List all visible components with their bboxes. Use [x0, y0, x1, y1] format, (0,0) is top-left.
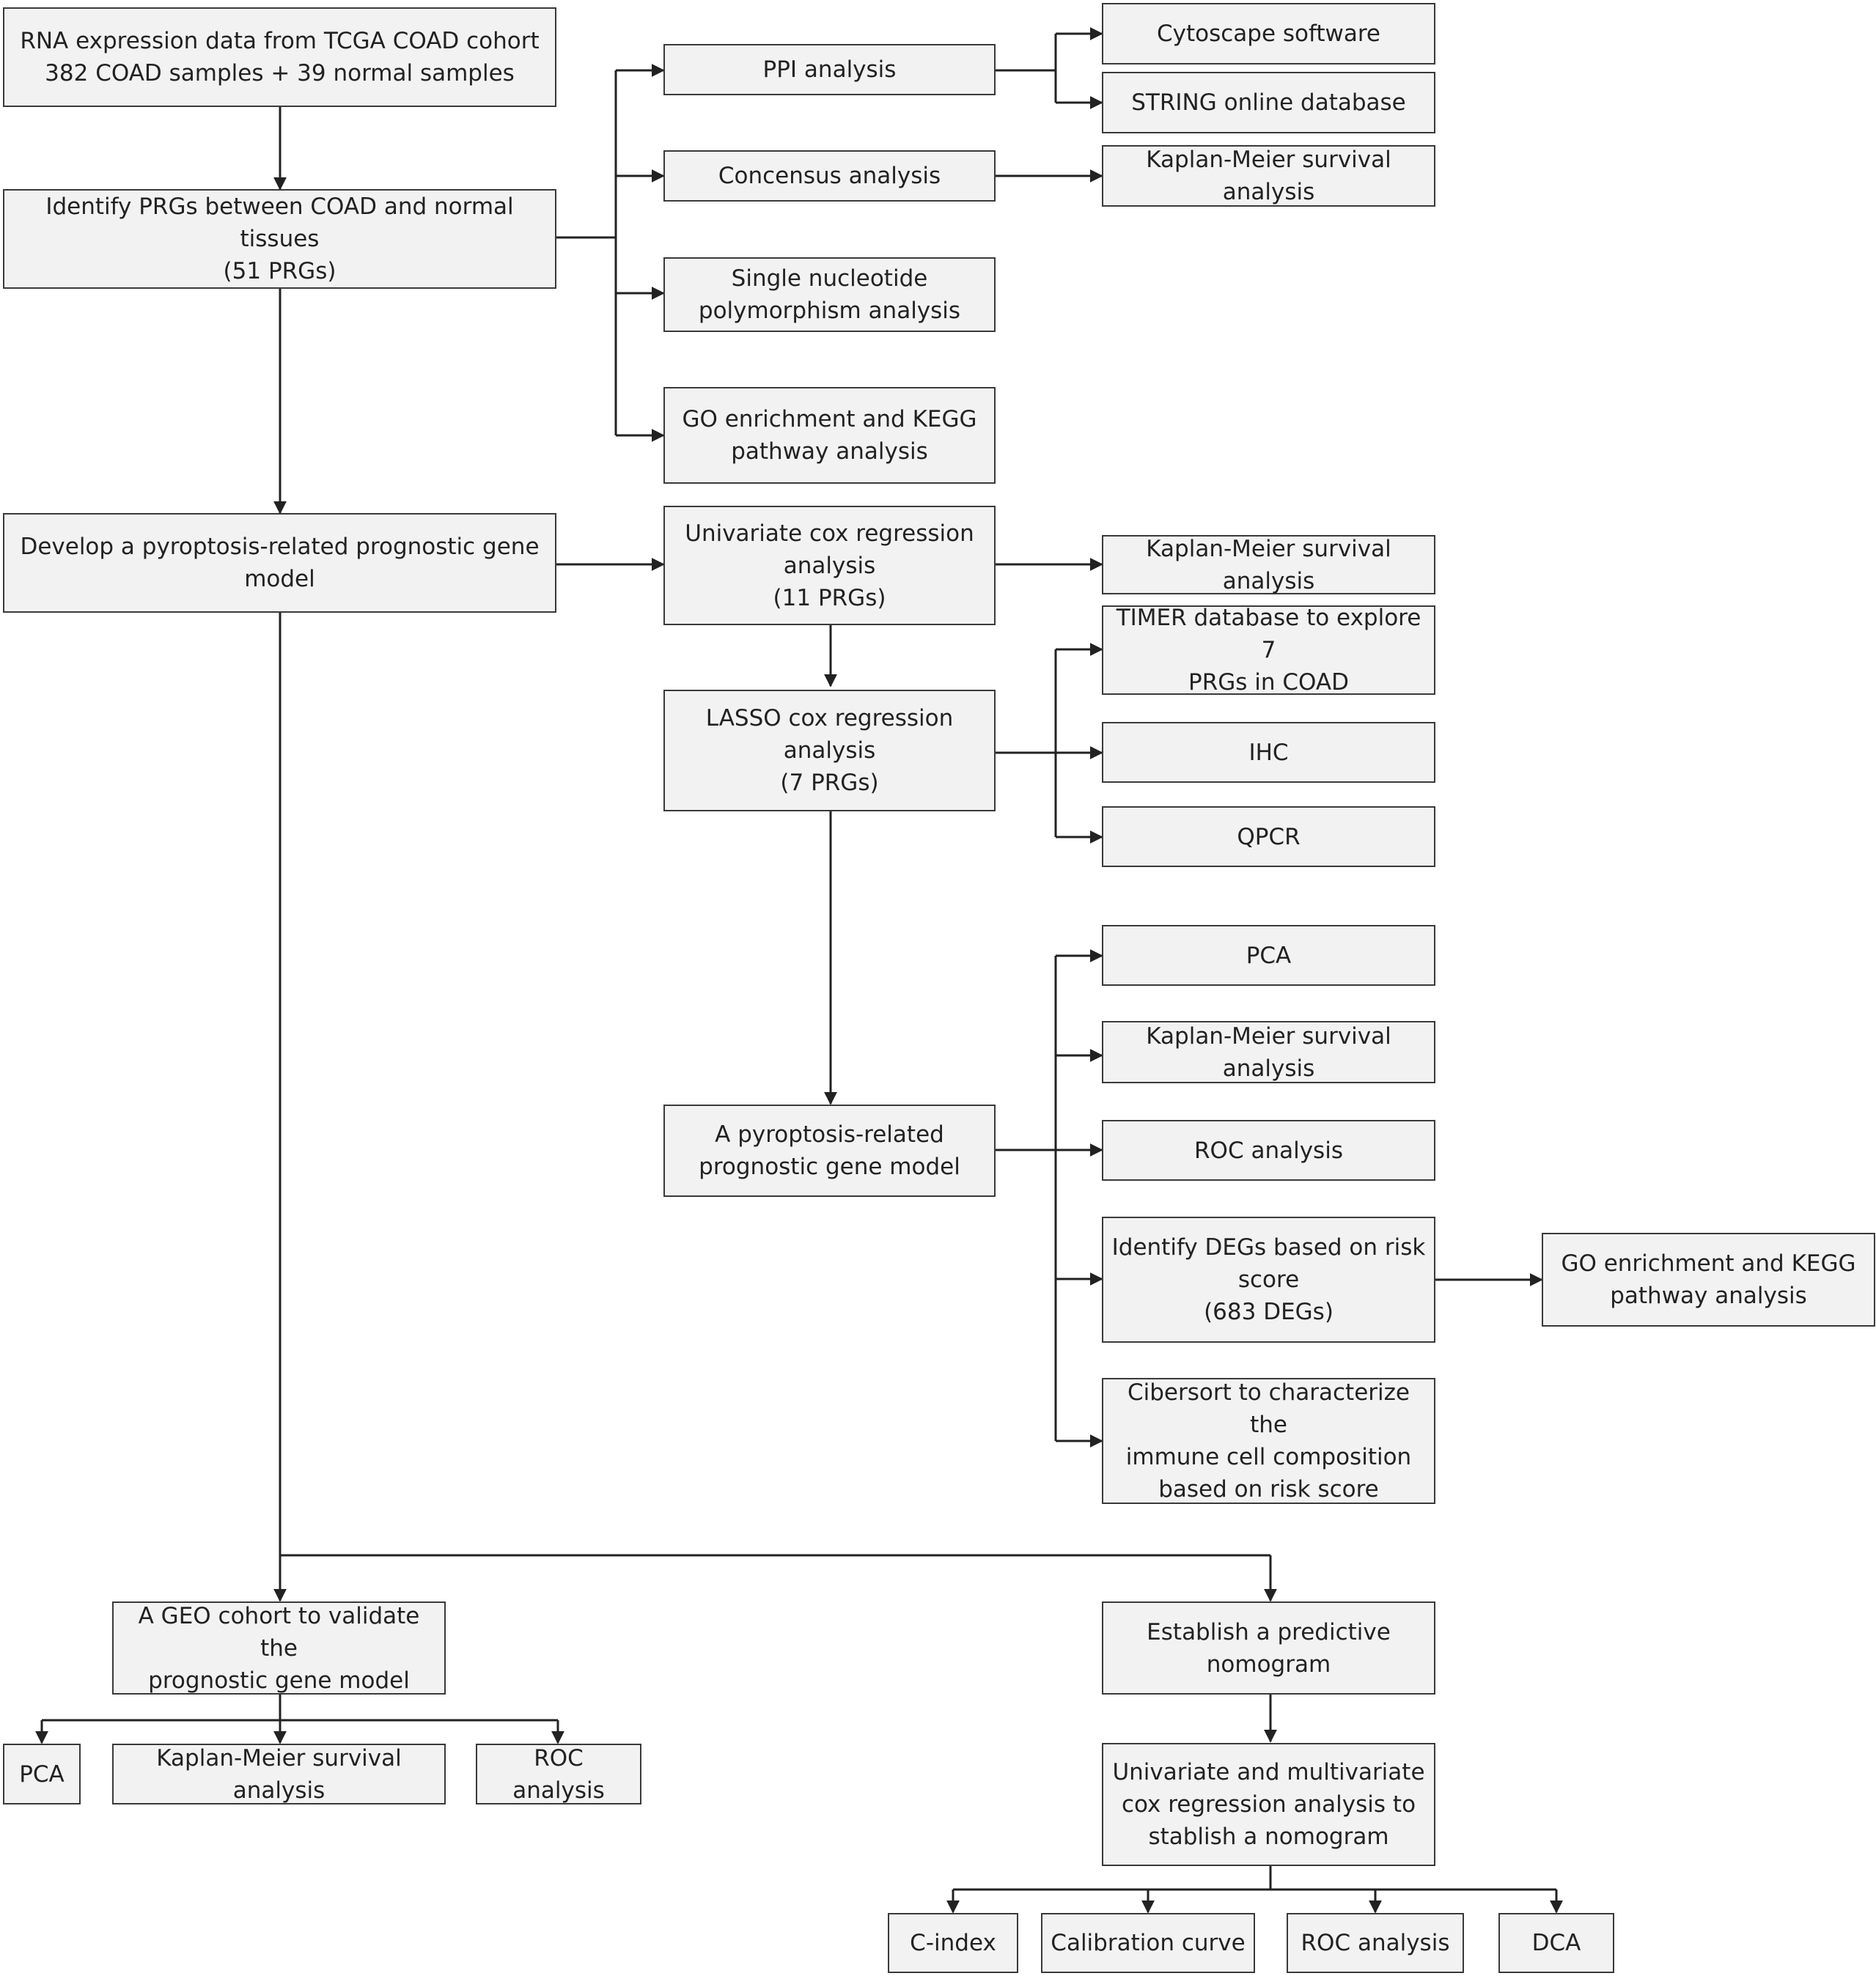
box-label: LASSO cox regression analysis (7 PRGs) [705, 705, 954, 796]
edge-model-branch [996, 956, 1057, 1441]
box-cibersort: Cibersort to characterize the immune cel… [1102, 1378, 1435, 1504]
box-label: STRING online database [1131, 89, 1406, 116]
box-univariate-multivariate-cox: Univariate and multivariate cox regressi… [1102, 1743, 1435, 1866]
box-prognostic-model: A pyroptosis-related prognostic gene mod… [663, 1105, 996, 1197]
box-go-kegg-2: GO enrichment and KEGG pathway analysis [1542, 1233, 1875, 1327]
box-label: Cibersort to characterize the immune cel… [1125, 1379, 1412, 1503]
box-label: Kaplan-Meier survival analysis [156, 1744, 402, 1804]
box-label: A pyroptosis-related prognostic gene mod… [699, 1121, 960, 1180]
box-label: TIMER database to explore 7 PRGs in COAD [1116, 605, 1421, 696]
box-label: ROC analysis [1194, 1137, 1343, 1164]
box-label: Kaplan-Meier survival analysis [1146, 1022, 1391, 1082]
box-lasso-cox: LASSO cox regression analysis (7 PRGs) [663, 690, 996, 811]
box-c-index: C-index [888, 1913, 1018, 1973]
box-calibration-curve: Calibration curve [1041, 1913, 1255, 1973]
box-label: Develop a pyroptosis-related prognostic … [20, 534, 540, 592]
box-snp-analysis: Single nucleotide polymorphism analysis [663, 257, 996, 332]
box-univariate-cox: Univariate cox regression analysis (11 P… [663, 506, 996, 625]
box-develop-model: Develop a pyroptosis-related prognostic … [3, 513, 556, 613]
box-label: C-index [910, 1930, 996, 1956]
box-label: GO enrichment and KEGG pathway analysis [682, 406, 977, 465]
box-label: Kaplan-Meier survival analysis [1146, 147, 1391, 205]
box-label: A GEO cohort to validate the prognostic … [138, 1602, 420, 1694]
box-timer-database: TIMER database to explore 7 PRGs in COAD [1102, 605, 1435, 696]
box-label: ROC analysis [512, 1744, 605, 1804]
box-label: IHC [1248, 739, 1289, 766]
box-string-database: STRING online database [1102, 72, 1435, 133]
box-identify-prgs: Identify PRGs between COAD and normal ti… [3, 189, 556, 289]
box-label: Univariate cox regression analysis (11 P… [685, 520, 974, 611]
box-km-survival-2: Kaplan-Meier survival analysis [1102, 535, 1435, 594]
edge-ppi-branch [996, 34, 1057, 103]
box-label: Single nucleotide polymorphism analysis [698, 265, 961, 324]
box-ppi-analysis: PPI analysis [663, 44, 996, 95]
box-dca: DCA [1498, 1913, 1614, 1973]
box-identify-degs: Identify DEGs based on risk score (683 D… [1102, 1217, 1435, 1343]
box-rna-expression-data: RNA expression data from TCGA COAD cohor… [3, 7, 556, 107]
box-geo-roc: ROC analysis [476, 1744, 641, 1804]
box-geo-cohort: A GEO cohort to validate the prognostic … [112, 1601, 446, 1695]
edge-geo-branch [42, 1695, 558, 1722]
box-cytoscape: Cytoscape software [1102, 3, 1435, 64]
box-predictive-nomogram: Establish a predictive nomogram [1102, 1601, 1435, 1695]
box-label: RNA expression data from TCGA COAD cohor… [20, 28, 540, 86]
box-label: DCA [1531, 1930, 1581, 1956]
box-geo-pca: PCA [3, 1744, 81, 1804]
edge-cox-branch [953, 1866, 1556, 1891]
box-go-kegg-1: GO enrichment and KEGG pathway analysis [663, 387, 996, 484]
box-roc-1: ROC analysis [1102, 1120, 1435, 1181]
box-km-survival-1: Kaplan-Meier survival analysis [1102, 145, 1435, 207]
box-label: PPI analysis [762, 56, 897, 83]
box-qpcr: QPCR [1102, 806, 1435, 867]
box-label: Kaplan-Meier survival analysis [1146, 535, 1391, 594]
edge-prgs-branch [556, 70, 617, 435]
box-label: Identify PRGs between COAD and normal ti… [45, 193, 514, 284]
box-label: Cytoscape software [1156, 21, 1381, 47]
box-label: Identify DEGs based on risk score (683 D… [1111, 1234, 1426, 1325]
box-label: Univariate and multivariate cox regressi… [1112, 1759, 1425, 1850]
box-label: ROC analysis [1301, 1930, 1450, 1956]
box-pca-1: PCA [1102, 925, 1435, 986]
box-consensus-analysis: Concensus analysis [663, 150, 996, 202]
box-km-survival-3: Kaplan-Meier survival analysis [1102, 1021, 1435, 1083]
box-roc-final: ROC analysis [1287, 1913, 1464, 1973]
box-label: PCA [19, 1761, 65, 1788]
box-label: QPCR [1237, 823, 1301, 850]
box-geo-km-survival: Kaplan-Meier survival analysis [112, 1744, 446, 1804]
box-ihc: IHC [1102, 722, 1435, 783]
box-label: Concensus analysis [718, 163, 941, 189]
box-label: GO enrichment and KEGG pathway analysis [1561, 1250, 1856, 1309]
box-label: Calibration curve [1051, 1930, 1246, 1956]
box-label: PCA [1246, 942, 1292, 969]
box-label: Establish a predictive nomogram [1147, 1618, 1391, 1678]
edge-lasso-branch [996, 649, 1057, 837]
